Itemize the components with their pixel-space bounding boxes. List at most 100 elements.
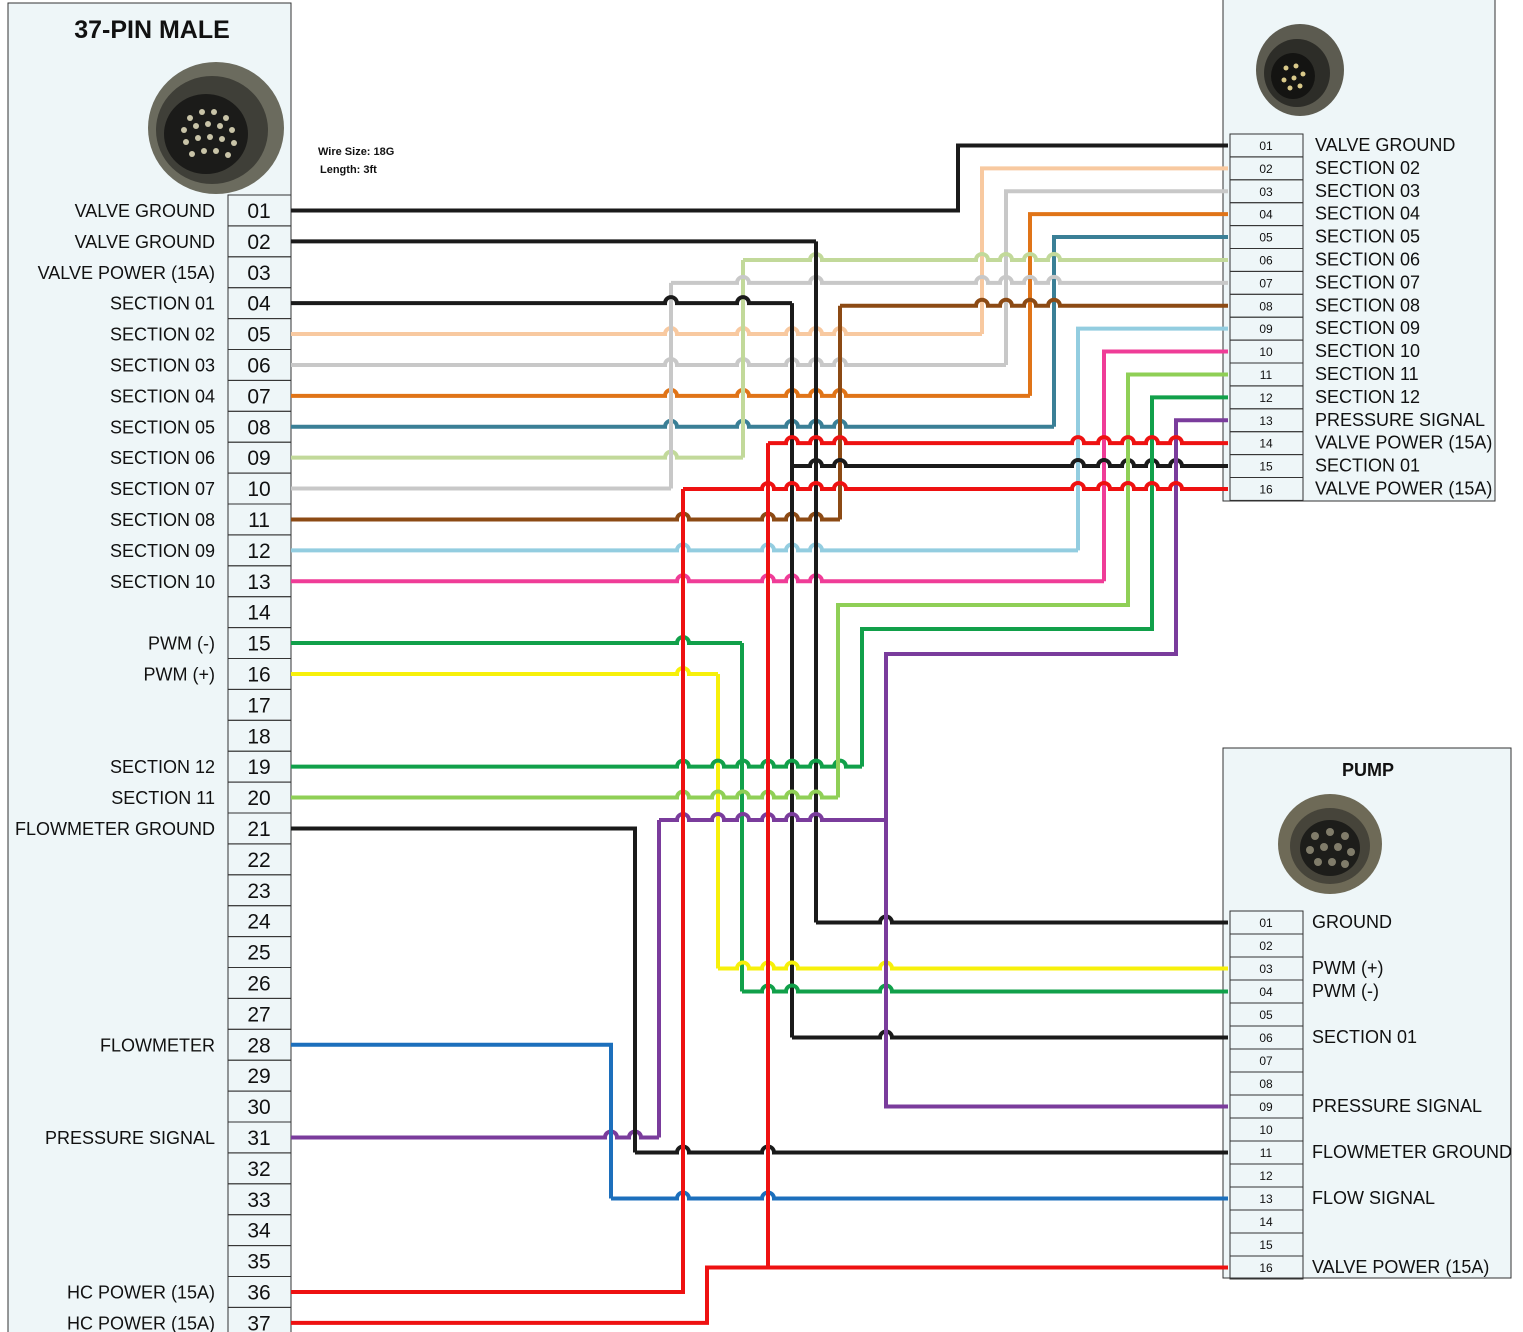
wire-pwm-minus	[291, 635, 742, 646]
wire-pressure-signal	[291, 1129, 659, 1140]
main-pin-number: 23	[247, 880, 270, 903]
main-pin-number: 12	[247, 540, 270, 563]
wire-hc-power-36-run	[683, 480, 1228, 491]
main-pin-number: 36	[247, 1282, 270, 1305]
pump-pin-number: 16	[1259, 1261, 1273, 1275]
main-pin-label: SECTION 11	[111, 788, 215, 808]
main-pin-label: SECTION 04	[110, 386, 215, 406]
wire-section-12-route	[860, 395, 1228, 767]
pump-pin-number: 07	[1259, 1054, 1273, 1068]
main-pin-label: SECTION 05	[110, 417, 215, 437]
wire-valve-power-14	[768, 435, 1228, 446]
pump-pin-label: FLOW SIGNAL	[1312, 1188, 1435, 1208]
main-pin-label: PRESSURE SIGNAL	[45, 1128, 215, 1148]
main-pin-label: VALVE GROUND	[75, 232, 215, 252]
pump-pin-number: 11	[1260, 1146, 1273, 1160]
pump-pin-number: 01	[1259, 916, 1273, 930]
valve-pin-number: 04	[1259, 208, 1273, 222]
main-pin-number: 17	[247, 694, 270, 717]
main-pin-label: SECTION 02	[110, 325, 215, 345]
pump-pin-number: 06	[1259, 1031, 1273, 1045]
pump-pin-number: 14	[1259, 1215, 1273, 1229]
main-pin-number: 06	[247, 355, 270, 378]
pump-pin-label: VALVE POWER (15A)	[1312, 1257, 1489, 1277]
wire-section-09	[291, 542, 1078, 553]
wire-valve-ground-02-run	[816, 914, 1228, 925]
wire-section-01-valve	[792, 458, 1228, 469]
wire-flowmeter-ground-run	[635, 1144, 1228, 1155]
pump-pin-number: 13	[1259, 1192, 1273, 1206]
main-pin-number: 29	[247, 1065, 270, 1088]
wire-section-06-run	[743, 251, 1228, 262]
valve-pin-label: SECTION 12	[1315, 387, 1420, 407]
wire-section-11-route	[836, 372, 1228, 798]
valve-pin-label: SECTION 04	[1315, 204, 1420, 224]
wire-section-04-riser	[1028, 212, 1228, 396]
pump-pin-number: 10	[1259, 1123, 1273, 1137]
valve-pin-label: SECTION 02	[1315, 158, 1420, 178]
wire-valve-ground-01	[291, 143, 1228, 213]
main-pin-label: VALVE GROUND	[75, 201, 215, 221]
main-pin-number: 04	[247, 293, 271, 316]
wire-section-03	[291, 356, 1006, 367]
main-pin-label: SECTION 09	[110, 541, 215, 561]
wire-hc-power-36	[291, 488, 685, 1294]
wire-section-02	[291, 326, 982, 337]
valve-pin-label: SECTION 11	[1315, 364, 1419, 384]
pump-pin-number: 08	[1259, 1077, 1273, 1091]
main-pin-number: 07	[247, 385, 270, 408]
valve-pin-number: 06	[1259, 254, 1273, 268]
main-pin-number: 05	[247, 324, 270, 347]
pump-pin-number: 02	[1259, 939, 1273, 953]
wire-hc-power-37	[291, 1265, 1228, 1325]
pump-connector-icon	[1278, 794, 1382, 894]
wire-section-08-run	[840, 297, 1228, 308]
main-pin-number: 35	[247, 1251, 270, 1274]
main-pin-number: 20	[247, 787, 270, 810]
main-pin-number: 33	[247, 1189, 270, 1212]
main-pin-label: SECTION 06	[110, 448, 215, 468]
main-pin-label: HC POWER (15A)	[67, 1283, 215, 1303]
wire-note: Wire Size: 18G Length: 3ft	[318, 146, 394, 176]
valve-pin-label: SECTION 10	[1315, 341, 1420, 361]
valve-pin-label: VALVE POWER (15A)	[1315, 433, 1492, 453]
main-pin-number: 25	[247, 942, 270, 965]
valve-pin-label: SECTION 09	[1315, 318, 1420, 338]
valve-pin-label: VALVE GROUND	[1315, 135, 1455, 155]
valve-pin-number: 16	[1259, 483, 1273, 497]
main-pin-number: 02	[247, 231, 270, 254]
main-connector-panel	[7, 2, 292, 1332]
valve-pin-number: 14	[1259, 437, 1273, 451]
pump-pin-label: PWM (-)	[1312, 981, 1379, 1001]
pump-pin-label: SECTION 01	[1312, 1027, 1417, 1047]
valve-pin-number: 02	[1259, 162, 1273, 176]
main-pin-number: 18	[247, 725, 270, 748]
wire-section-04	[291, 387, 1030, 398]
valve-pin-number: 03	[1259, 185, 1273, 199]
wire-section-08	[291, 511, 840, 522]
main-pin-label: SECTION 01	[110, 294, 215, 314]
main-pin-number: 21	[247, 818, 270, 841]
wire-section-05-riser	[1052, 235, 1228, 427]
main-pin-number: 14	[247, 602, 271, 625]
main-pin-number: 13	[247, 571, 270, 594]
valve-pin-number: 15	[1259, 460, 1273, 474]
valve-connector-icon	[1256, 24, 1344, 116]
main-pin-number: 30	[247, 1096, 270, 1119]
wire-flowmeter	[291, 1042, 613, 1199]
wire-pwm-minus-run	[742, 983, 1228, 994]
wire-pressure-signal-run	[659, 812, 886, 822]
wire-pressure-signal-valve	[884, 418, 1228, 820]
valve-pin-label: SECTION 08	[1315, 295, 1420, 315]
main-pin-number: 31	[247, 1127, 270, 1150]
valve-pin-label: SECTION 07	[1315, 272, 1420, 292]
main-pin-number: 34	[247, 1220, 271, 1243]
pump-pin-label: FLOWMETER GROUND	[1312, 1142, 1512, 1162]
wire-section-10	[291, 573, 1104, 584]
main-pin-number: 15	[247, 633, 270, 656]
wire-pwm-plus-run	[718, 960, 1228, 971]
